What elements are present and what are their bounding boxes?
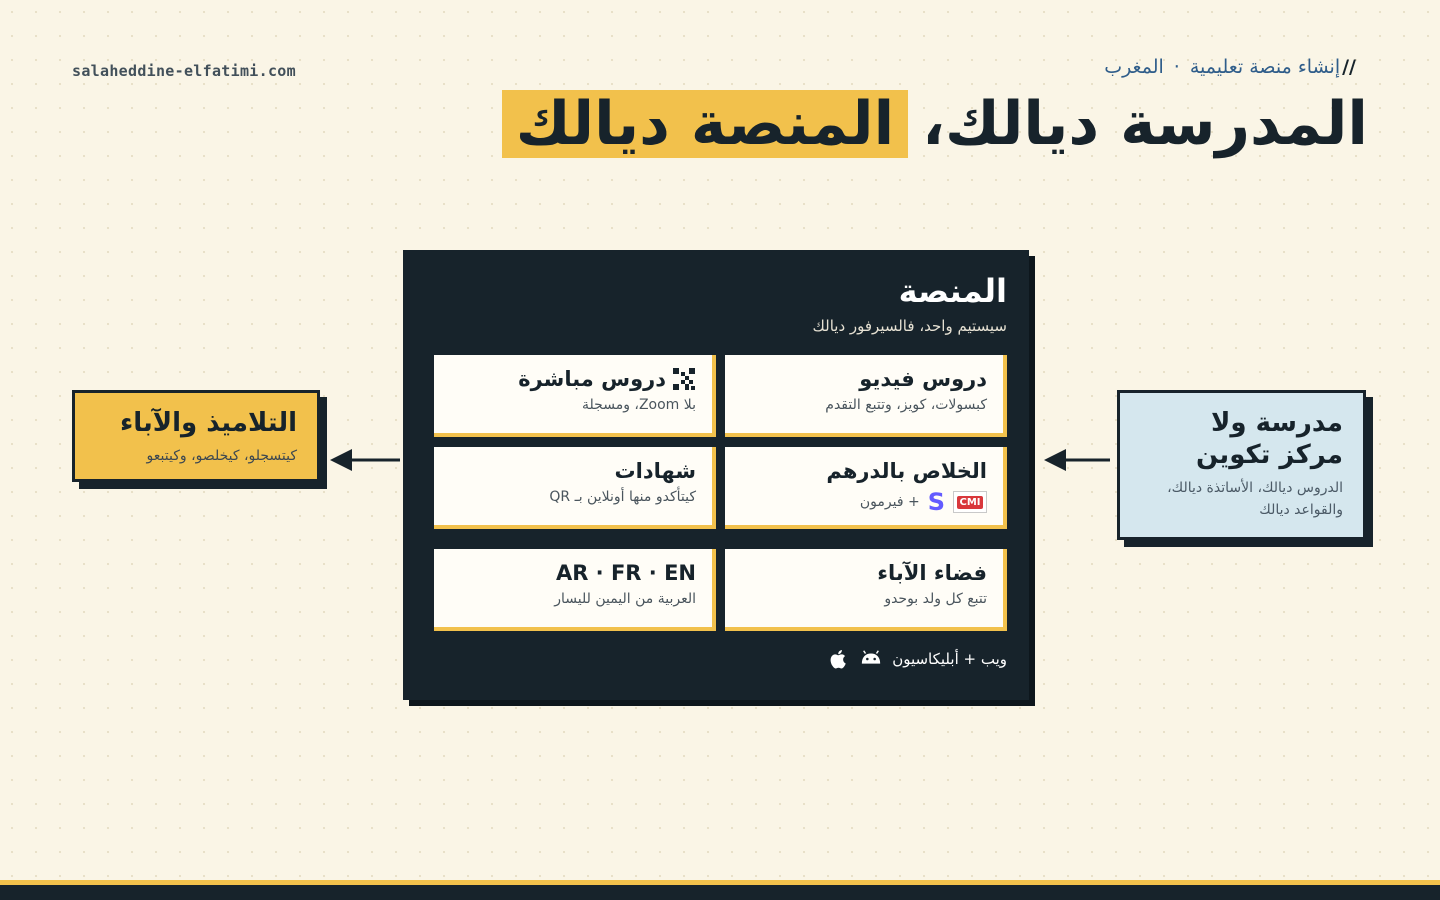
page-title: المدرسة ديالك،المنصة ديالك: [501, 82, 1368, 166]
card-live-title: دروس مباشرة: [518, 367, 666, 391]
school-subtitle: الدروس ديالك، الأساتذة ديالك، والقواعد د…: [1167, 480, 1343, 518]
platform-footer: ويب + أبليكاسيون: [828, 648, 1007, 670]
school-title: مدرسة ولا مركز تكوين: [1196, 408, 1343, 470]
bottom-band: [0, 880, 1440, 900]
eyebrow-topic: إنشاء منصة تعليمية: [1189, 56, 1341, 78]
students-title: التلاميذ والآباء: [119, 408, 297, 438]
card-certificates-title: شهادات: [614, 459, 696, 483]
apple-icon: [830, 650, 846, 669]
card-payment: الخلاص بالدرهم CMI S + فيرمون: [725, 447, 1007, 529]
platform-footer-label: ويب + أبليكاسيون: [892, 650, 1007, 668]
eyebrow-slashes: //: [1342, 56, 1356, 78]
arrow-left-icon: [1044, 449, 1110, 471]
card-parents-title: فضاء الآباء: [877, 561, 987, 585]
payment-plus-fawry: + فيرمون: [859, 494, 920, 510]
card-parents-space: فضاء الآباء تتبع كل ولد بوحدو: [725, 549, 1007, 631]
card-languages-title: AR · FR · EN: [555, 561, 696, 585]
card-video-lessons: دروس فيديو كبسولات، كويز، وتتبع التقدم: [725, 355, 1007, 437]
students-subtitle: كيتسجلو، كيخلصو، وكيتبعو: [146, 448, 297, 464]
eyebrow: //إنشاء منصة تعليمية · المغرب: [1104, 56, 1356, 78]
card-certificates-subtitle: كيتأكدو منها أونلاين بـ QR: [549, 489, 696, 505]
card-live-lessons: دروس مباشرة بلا Zoom، ومسجلة: [434, 355, 716, 437]
card-parents-subtitle: تتبع كل ولد بوحدو: [884, 591, 987, 607]
students-box: التلاميذ والآباء كيتسجلو، كيخلصو، وكيتبع…: [72, 390, 320, 482]
card-video-subtitle: كبسولات، كويز، وتتبع التقدم: [825, 397, 987, 413]
platform-subtitle: سيستيم واحد، فالسيرفور ديالك: [812, 317, 1007, 335]
arrow-left-icon: [330, 449, 400, 471]
platform-title: المنصة: [898, 272, 1007, 310]
qr-grid-icon: [673, 368, 695, 390]
android-icon: [862, 650, 881, 664]
eyebrow-country: المغرب: [1104, 56, 1164, 78]
card-languages-subtitle: العربية من اليمين لليسار: [554, 591, 696, 607]
card-languages: AR · FR · EN العربية من اليمين لليسار: [434, 549, 716, 631]
card-video-title: دروس فيديو: [859, 367, 987, 391]
stripe-logo: S: [927, 488, 945, 516]
card-payment-title: الخلاص بالدرهم: [826, 459, 987, 483]
card-certificates: شهادات كيتأكدو منها أونلاين بـ QR: [434, 447, 716, 529]
page-title-main: المدرسة ديالك،: [922, 89, 1368, 159]
cmi-logo: CMI: [953, 491, 987, 513]
card-live-subtitle: بلا Zoom، ومسجلة: [582, 397, 696, 413]
payment-methods: CMI S + فيرمون: [741, 490, 987, 514]
site-url: salaheddine-elfatimi.com: [72, 62, 296, 80]
page-title-highlight: المنصة ديالك: [501, 90, 909, 158]
platform-panel: المنصة سيستيم واحد، فالسيرفور ديالك دروس…: [403, 250, 1029, 700]
school-box: مدرسة ولا مركز تكوين الدروس ديالك، الأسا…: [1117, 390, 1366, 540]
eyebrow-dot: ·: [1173, 56, 1180, 78]
